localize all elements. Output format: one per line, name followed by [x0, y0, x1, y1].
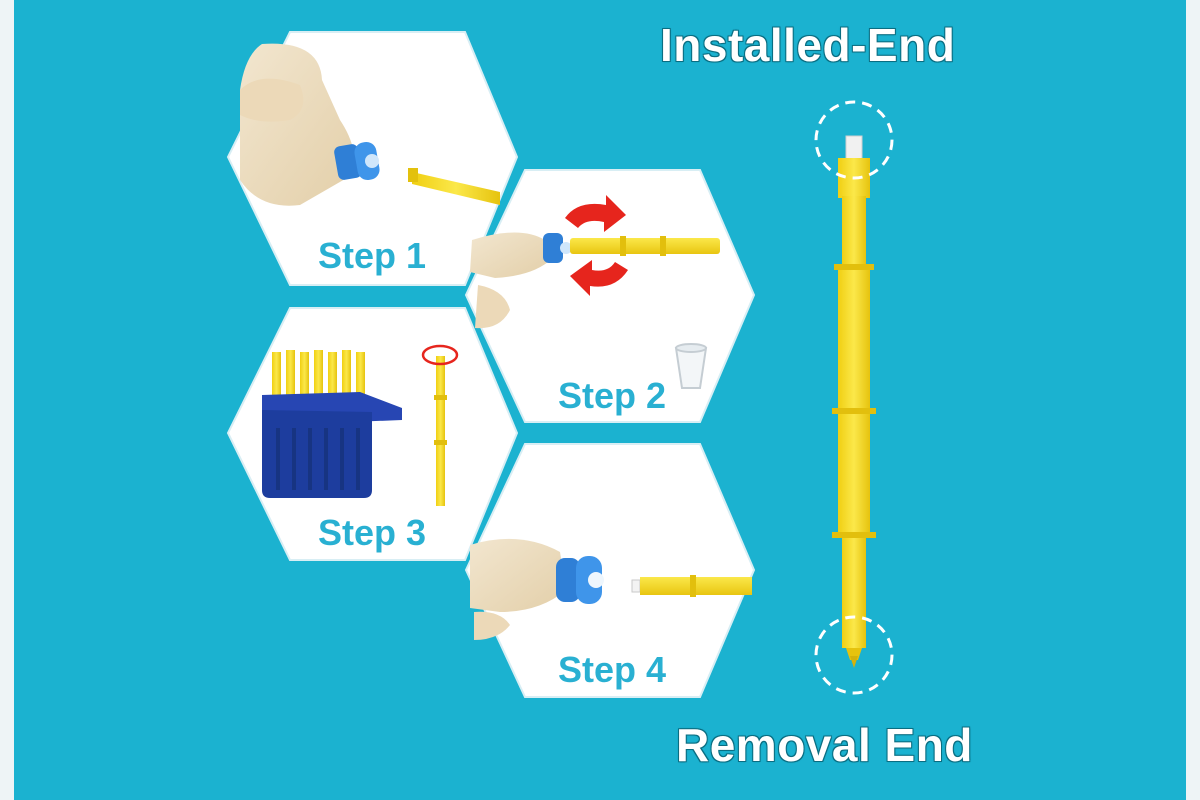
hearing-aid-body: [470, 232, 548, 278]
cleaning-cup: [674, 343, 708, 389]
dispenser-box: [262, 350, 402, 498]
installed-end-heading: Installed-End: [660, 19, 956, 71]
red-circle-highlight: [421, 344, 459, 366]
removal-end-heading: Removal End: [676, 719, 973, 771]
dashed-circle-icon: [814, 100, 894, 180]
left-margin-band: [0, 0, 14, 800]
step-4-panel: Step 4: [464, 443, 756, 698]
blue-receiver: [543, 233, 572, 263]
step-4-label: Step 4: [558, 649, 666, 690]
applicator-tip: [408, 168, 500, 205]
applicator-diagram: [814, 100, 894, 695]
right-margin-band: [1186, 0, 1200, 800]
thumb: [240, 78, 304, 122]
finger: [474, 611, 510, 640]
finger: [475, 285, 510, 329]
step-2-panel: Step 2: [464, 169, 756, 423]
installed-end-tip: [845, 135, 863, 161]
applicator-sticks: [272, 350, 365, 412]
step-3-label: Step 3: [318, 512, 426, 553]
hearing-aid-body: [470, 538, 566, 612]
single-applicator: [421, 344, 459, 506]
step-1-label: Step 1: [318, 235, 426, 276]
step-1-panel: Step 1: [226, 31, 519, 286]
step-2-label: Step 2: [558, 375, 666, 416]
applicator: [570, 236, 720, 256]
dashed-circle-icon: [814, 615, 894, 695]
removal-end-hook: [846, 648, 862, 660]
blue-receiver: [556, 556, 604, 604]
applicator-tip: [631, 575, 752, 597]
rotate-arrows-icon: [565, 195, 628, 296]
blue-receiver: [334, 141, 380, 181]
step-3-panel: Step 3: [226, 307, 519, 561]
